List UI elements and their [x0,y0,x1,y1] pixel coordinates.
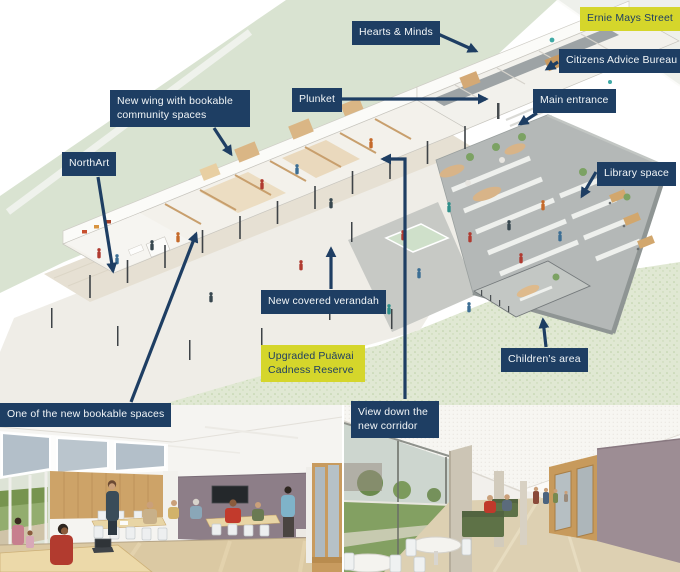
childrens-area-zone [473,260,591,318]
photo-bookable-space [0,405,342,572]
label-bookable-space-caption: One of the new bookable spaces [0,403,172,427]
library-tables [608,189,655,251]
label-corridor-caption: View down the new corridor [351,401,439,439]
right-glazing [306,463,342,572]
label-ernie-mays-street: Ernie Mays Street [580,7,680,31]
clerestory-windows [0,431,168,479]
verandah-posts [51,126,466,360]
concrete-apron [0,146,530,405]
label-new-covered-verandah: New covered verandah [261,290,386,314]
label-upgraded-reserve: Upgraded Puāwai Cadness Reserve [261,345,365,383]
building-wing [62,86,469,274]
arrow-hearts-minds [437,32,479,53]
label-citizens-advice-bureau: Citizens Advice Bureau [559,49,680,73]
people-corridor [484,486,568,513]
arrow-northart [96,176,118,274]
arrow-childrens-area [538,317,550,348]
label-childrens-area: Children’s area [501,348,588,372]
arrow-bookable-space [129,231,199,403]
arrow-main-entrance [517,111,538,126]
library-plants [466,133,631,201]
label-hearts-minds: Hearts & Minds [352,21,440,45]
right-wall [549,438,680,563]
arrow-citizens-advice [544,60,559,71]
label-plunket: Plunket [292,88,343,112]
label-northart: NorthArt [62,152,117,176]
arrow-corridor [380,153,407,399]
photo-corridor [344,405,680,572]
arrow-library-space [580,171,598,199]
people-meeting [12,480,295,565]
timber-walls [199,97,364,181]
foyer-couches [439,143,526,202]
tv-screen [211,485,249,504]
label-library-space: Library space [597,162,676,186]
arrow-new-wing [212,127,233,157]
label-main-entrance: Main entrance [533,89,616,113]
arrows [96,32,598,403]
laptop [94,538,112,549]
label-new-wing: New wing with bookable community spaces [110,90,250,128]
